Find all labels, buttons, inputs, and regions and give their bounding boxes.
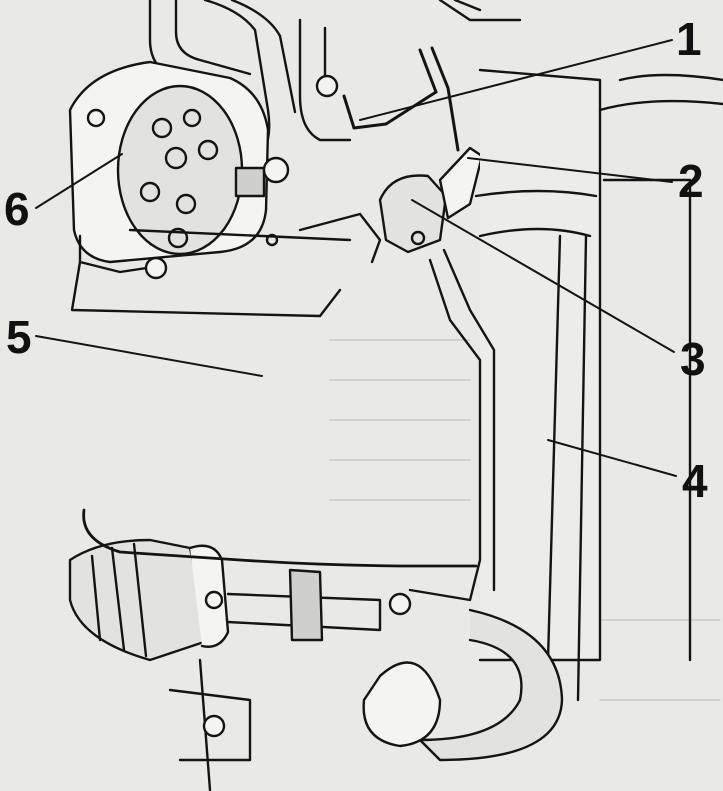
callout-label-1: 1 [676, 13, 702, 65]
callout-label-5: 5 [6, 311, 32, 363]
callout-label-3: 3 [680, 333, 706, 385]
ac-compressor [68, 60, 290, 280]
mounting-bracket [70, 212, 382, 318]
charge-air-hose [362, 248, 564, 762]
callout-label-2: 2 [678, 155, 704, 207]
wiring-harness [342, 46, 460, 152]
leader-lines [35, 39, 677, 477]
radiator-core [474, 68, 723, 702]
callout-label-6: 6 [4, 183, 30, 235]
callout-label-4: 4 [682, 455, 708, 507]
background-hatching [329, 339, 721, 701]
sensor-housing [378, 146, 484, 254]
lower-cable [82, 508, 478, 568]
driveshaft-assembly [68, 538, 382, 791]
